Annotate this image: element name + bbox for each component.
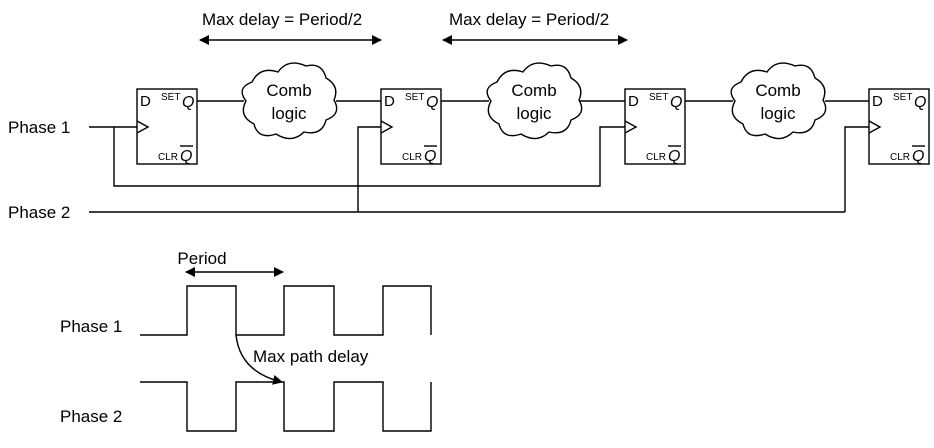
comb-line1: Comb: [266, 81, 311, 100]
flipflop-3: D SET Q CLR Q: [624, 88, 686, 165]
phase1-wire-ff3: [113, 126, 625, 187]
ff-qbar-label: Q: [912, 148, 924, 165]
clock-triangle: [624, 120, 638, 134]
ff-d-label: D: [628, 93, 639, 110]
timing-phase1-label: Phase 1: [60, 317, 122, 336]
timing-phase2-label: Phase 2: [60, 407, 122, 426]
ff-clr-label: CLR: [402, 152, 422, 163]
comb-line1: Comb: [755, 81, 800, 100]
comb-logic-1: Comb logic: [241, 62, 338, 140]
comb-line2: logic: [761, 104, 796, 123]
phase2-wire-ff2: [357, 126, 381, 212]
comb-logic-2: Comb logic: [486, 62, 583, 140]
ff-clr-label: CLR: [158, 152, 178, 163]
cloud-shape: [486, 62, 583, 140]
ff-set-label: SET: [649, 92, 668, 103]
phase1-waveform: [140, 285, 432, 336]
max-path-delay-label: Max path delay: [253, 347, 369, 366]
comb-logic-3: Comb logic: [730, 62, 827, 140]
clock-triangle: [136, 120, 150, 134]
comb-line1: Comb: [511, 81, 556, 100]
phase2-wire-ff4: [844, 126, 869, 212]
clock-triangle: [380, 120, 394, 134]
ff-qbar-label: Q: [424, 148, 436, 165]
phase1-label: Phase 1: [8, 118, 70, 137]
phase2-waveform: [140, 381, 432, 432]
ff-set-label: SET: [405, 92, 424, 103]
ff-d-label: D: [384, 93, 395, 110]
phase2-label: Phase 2: [8, 203, 70, 222]
flipflop-2: D SET Q CLR Q: [380, 88, 442, 165]
ff-q-label: Q: [182, 94, 194, 111]
max-path-delay-arrow: [235, 334, 283, 385]
ff-q-label: Q: [670, 94, 682, 111]
ff-q-label: Q: [914, 94, 926, 111]
flipflop-1: D SET Q CLR Q: [136, 88, 198, 165]
flipflop-4: D SET Q CLR Q: [868, 88, 930, 165]
period-label: Period: [177, 249, 226, 268]
ff-set-label: SET: [893, 92, 912, 103]
clock-triangle: [868, 120, 882, 134]
ff-clr-label: CLR: [646, 152, 666, 163]
max-delay-label-1: Max delay = Period/2: [202, 10, 362, 29]
ff-d-label: D: [140, 93, 151, 110]
ff-q-label: Q: [426, 94, 438, 111]
cloud-shape: [241, 62, 338, 140]
ff-d-label: D: [872, 93, 883, 110]
comb-line2: logic: [517, 104, 552, 123]
ff-set-label: SET: [161, 92, 180, 103]
cloud-shape: [730, 62, 827, 140]
comb-line2: logic: [272, 104, 307, 123]
ff-qbar-label: Q: [180, 148, 192, 165]
ff-clr-label: CLR: [890, 152, 910, 163]
ff-qbar-label: Q: [668, 148, 680, 165]
max-delay-label-2: Max delay = Period/2: [449, 10, 609, 29]
